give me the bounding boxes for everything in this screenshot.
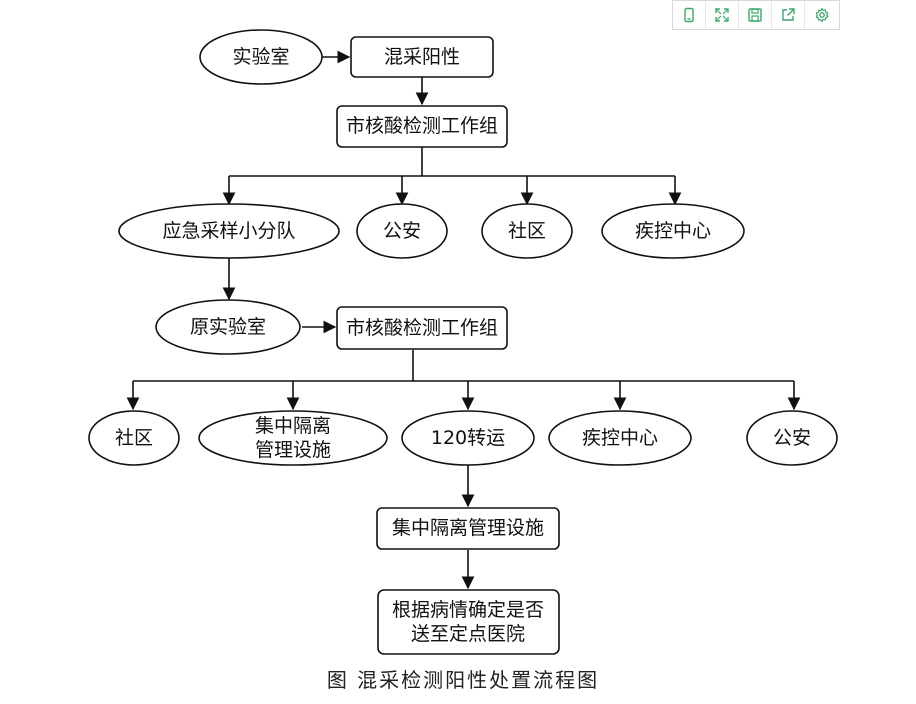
- node-mixed-positive-label: 混采阳性: [384, 46, 460, 68]
- node-police-1-label: 公安: [383, 220, 421, 242]
- node-police-2: 公安: [746, 410, 838, 466]
- node-city-group-2: 市核酸检测工作组: [336, 306, 508, 350]
- image-toolbar: [672, 0, 840, 30]
- node-cdc-2-label: 疾控中心: [582, 427, 658, 449]
- node-transfer-120: 120转运: [401, 410, 535, 466]
- node-lab: 实验室: [199, 29, 323, 85]
- node-police-2-label: 公安: [773, 427, 811, 449]
- fullscreen-button[interactable]: [706, 1, 739, 29]
- node-original-lab: 原实验室: [155, 299, 301, 355]
- node-community-1: 社区: [481, 203, 573, 259]
- phone-icon: [684, 7, 694, 23]
- node-community-2: 社区: [88, 410, 180, 466]
- node-mixed-positive: 混采阳性: [350, 36, 494, 78]
- node-emergency-team-label: 应急采样小分队: [162, 220, 295, 242]
- node-quarantine-box: 集中隔离管理设施: [376, 507, 560, 550]
- node-quarantine-ellipse-line2: 管理设施: [255, 439, 331, 461]
- node-cdc-2: 疾控中心: [548, 410, 692, 466]
- phone-view-button[interactable]: [673, 1, 706, 29]
- node-hospital-decision: 根据病情确定是否 送至定点医院: [377, 589, 560, 655]
- node-hospital-decision-line2: 送至定点医院: [411, 623, 525, 645]
- node-transfer-120-label: 120转运: [431, 427, 505, 449]
- share-icon: [782, 8, 795, 21]
- fullscreen-icon: [715, 8, 729, 22]
- settings-button[interactable]: [805, 1, 838, 29]
- node-city-group-1: 市核酸检测工作组: [336, 105, 508, 148]
- node-original-lab-label: 原实验室: [190, 316, 266, 338]
- connectors: [126, 50, 801, 590]
- settings-icon: [815, 7, 828, 23]
- node-cdc-1: 疾控中心: [601, 203, 745, 259]
- share-button[interactable]: [772, 1, 805, 29]
- node-emergency-team: 应急采样小分队: [118, 203, 340, 259]
- node-cdc-1-label: 疾控中心: [635, 220, 711, 242]
- node-police-1: 公安: [356, 203, 448, 259]
- node-community-1-label: 社区: [508, 220, 546, 242]
- node-quarantine-box-label: 集中隔离管理设施: [392, 517, 544, 539]
- node-community-2-label: 社区: [115, 427, 153, 449]
- node-quarantine-ellipse: 集中隔离 管理设施: [198, 410, 388, 466]
- figure-caption: 图 混采检测阳性处置流程图: [327, 668, 599, 692]
- node-city-group-1-label: 市核酸检测工作组: [346, 115, 498, 137]
- save-button[interactable]: [739, 1, 772, 29]
- node-city-group-2-label: 市核酸检测工作组: [346, 317, 498, 339]
- save-icon: [748, 8, 762, 22]
- node-quarantine-ellipse-line1: 集中隔离: [255, 415, 331, 437]
- node-hospital-decision-line1: 根据病情确定是否: [392, 599, 544, 621]
- node-lab-label: 实验室: [232, 46, 289, 68]
